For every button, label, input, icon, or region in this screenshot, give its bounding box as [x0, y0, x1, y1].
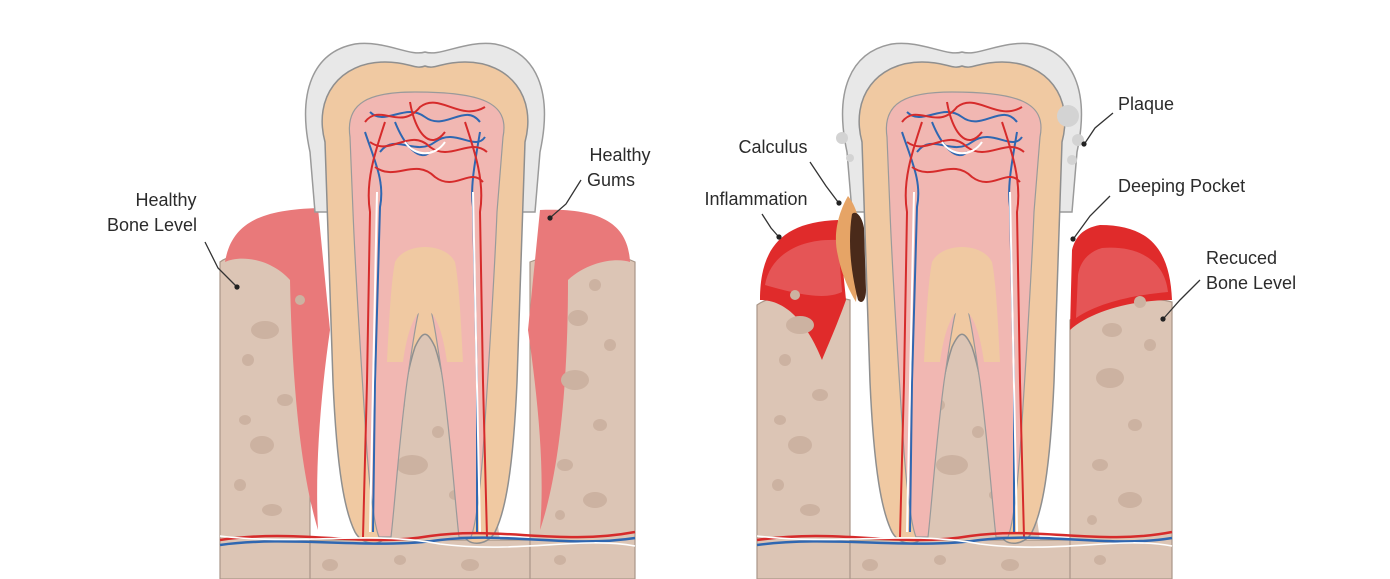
inflamed-gum-left-inner — [765, 239, 842, 296]
inflamed-gum-right-inner — [1076, 247, 1168, 318]
label-inflammation: Inflammation — [704, 189, 808, 240]
label-deeping-pocket-text: Deeping Pocket — [1118, 176, 1245, 196]
label-plaque: Plaque — [1081, 94, 1174, 147]
label-reduced-bone-level: Recuced Bone Level — [1160, 248, 1296, 322]
calculus-dark — [850, 212, 866, 302]
label-inflammation-text: Inflammation — [704, 189, 807, 209]
label-calculus: Calculus — [738, 137, 842, 206]
healthy-gum-left — [225, 208, 330, 530]
label-plaque-text: Plaque — [1118, 94, 1174, 114]
label-healthy-gums: Healthy Gums — [547, 145, 651, 221]
diseased-tooth-group — [756, 42, 1173, 579]
healthy-gum-right — [528, 209, 630, 531]
label-healthy-bone-level-line1: Healthy — [135, 190, 196, 210]
plaque-spots — [836, 105, 1084, 165]
diseased-bone-spots — [772, 290, 1156, 571]
label-healthy-gums-line1: Healthy — [589, 145, 650, 165]
label-reduced-bone-level-line1: Recuced — [1206, 248, 1277, 268]
label-healthy-bone-level-line2: Bone Level — [107, 215, 197, 235]
healthy-tooth-group — [219, 42, 636, 579]
label-calculus-text: Calculus — [738, 137, 807, 157]
label-healthy-bone-level: Healthy Bone Level — [107, 190, 240, 290]
label-reduced-bone-level-line2: Bone Level — [1206, 273, 1296, 293]
label-healthy-gums-line2: Gums — [587, 170, 635, 190]
label-deeping-pocket: Deeping Pocket — [1070, 176, 1245, 242]
